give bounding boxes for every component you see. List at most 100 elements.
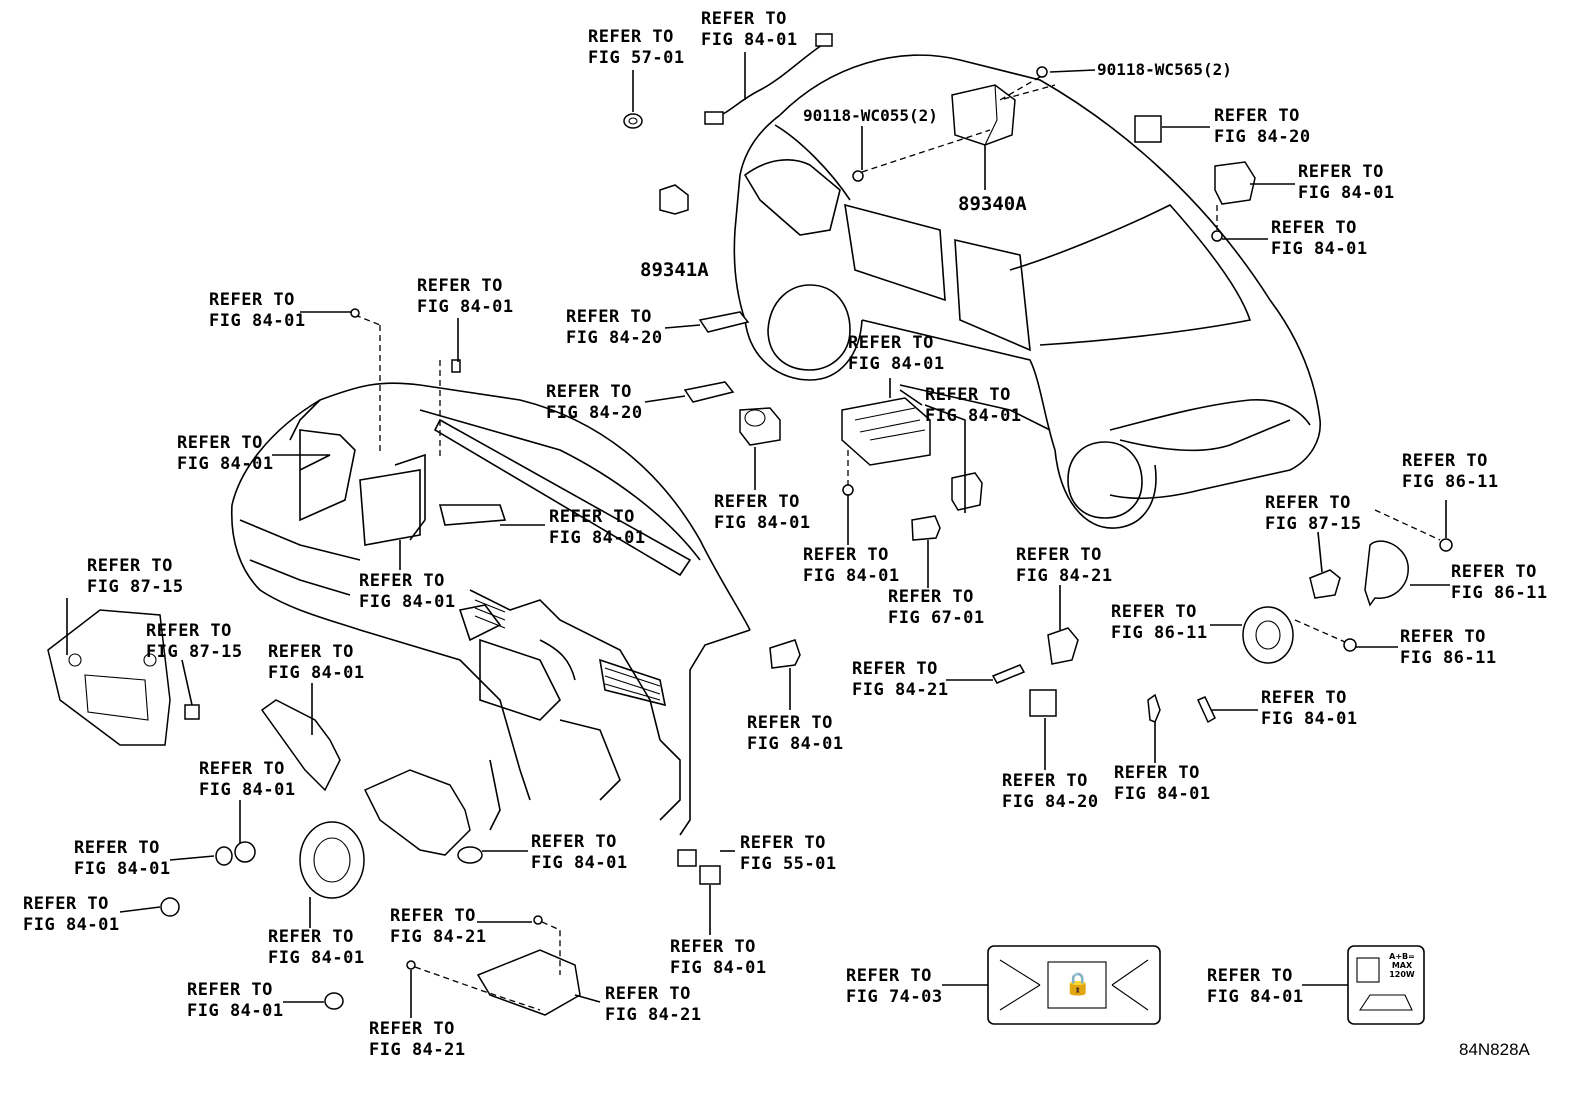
part-number-bolt-upper: 90118-WC565(2) xyxy=(1097,60,1232,79)
callout-refer-text: REFER TO xyxy=(268,642,354,662)
callout-fig-number: FIG 84-01 xyxy=(268,948,365,968)
callout-fig-number: FIG 84-01 xyxy=(268,663,365,683)
callout-refer-text: REFER TO xyxy=(747,713,833,733)
callout-fig-number: FIG 86-11 xyxy=(1111,623,1208,643)
callout-fig-number: FIG 84-01 xyxy=(714,513,811,533)
callout-refer-text: REFER TO xyxy=(177,433,263,453)
callout-refer-text: REFER TO xyxy=(588,27,674,47)
callout-refer-text: REFER TO xyxy=(848,333,934,353)
callout-fig-number: FIG 84-01 xyxy=(549,528,646,548)
callout-fig-number: FIG 67-01 xyxy=(888,608,985,628)
callout-refer-text: REFER TO xyxy=(852,659,938,679)
callout-refer-text: REFER TO xyxy=(1265,493,1351,513)
plate-line-2: MAX xyxy=(1391,961,1413,970)
callout-fig-number: FIG 84-01 xyxy=(701,30,798,50)
callout-fig-number: FIG 55-01 xyxy=(740,854,837,874)
callout-refer-text: REFER TO xyxy=(390,906,476,926)
callout-fig-number: FIG 84-20 xyxy=(1002,792,1099,812)
callout-refer-text: REFER TO xyxy=(1214,106,1300,126)
callout-refer-text: REFER TO xyxy=(740,833,826,853)
callout-refer-text: REFER TO xyxy=(803,545,889,565)
callout-fig-number: FIG 74-03 xyxy=(846,987,943,1007)
catalog-code: 84N828A xyxy=(1459,1040,1530,1059)
callout-refer-text: REFER TO xyxy=(531,832,617,852)
callout-fig-number: FIG 84-21 xyxy=(390,927,487,947)
callout-refer-text: REFER TO xyxy=(1261,688,1347,708)
part-number-sensor-side: 89341A xyxy=(640,259,709,281)
callout-fig-number: FIG 57-01 xyxy=(588,48,685,68)
callout-refer-text: REFER TO xyxy=(1451,562,1537,582)
leader-lines xyxy=(66,52,1450,1018)
callout-fig-number: FIG 84-01 xyxy=(177,454,274,474)
callout-fig-number: FIG 84-20 xyxy=(1214,127,1311,147)
callout-refer-text: REFER TO xyxy=(23,894,109,914)
callout-refer-text: REFER TO xyxy=(701,9,787,29)
callout-fig-number: FIG 84-01 xyxy=(23,915,120,935)
callout-fig-number: FIG 84-01 xyxy=(209,311,306,331)
callout-refer-text: REFER TO xyxy=(1114,763,1200,783)
callout-refer-text: REFER TO xyxy=(1207,966,1293,986)
callout-fig-number: FIG 84-01 xyxy=(1271,239,1368,259)
callout-refer-text: REFER TO xyxy=(925,385,1011,405)
callout-fig-number: FIG 84-01 xyxy=(1114,784,1211,804)
callout-refer-text: REFER TO xyxy=(888,587,974,607)
callout-fig-number: FIG 86-11 xyxy=(1402,472,1499,492)
callout-refer-text: REFER TO xyxy=(605,984,691,1004)
callout-fig-number: FIG 84-01 xyxy=(747,734,844,754)
part-number-bolt-mid: 90118-WC055(2) xyxy=(803,106,938,125)
callout-fig-number: FIG 87-15 xyxy=(87,577,184,597)
callout-fig-number: FIG 84-01 xyxy=(199,780,296,800)
callout-refer-text: REFER TO xyxy=(1298,162,1384,182)
callout-refer-text: REFER TO xyxy=(187,980,273,1000)
plate-line-1: A+B= xyxy=(1389,952,1415,961)
callout-fig-number: FIG 84-01 xyxy=(670,958,767,978)
power-label-plate: A+B= MAX 120W xyxy=(1382,952,1422,979)
callout-refer-text: REFER TO xyxy=(369,1019,455,1039)
callout-fig-number: FIG 86-11 xyxy=(1400,648,1497,668)
callout-refer-text: REFER TO xyxy=(1271,218,1357,238)
callout-fig-number: FIG 84-01 xyxy=(803,566,900,586)
callout-refer-text: REFER TO xyxy=(1111,602,1197,622)
callout-refer-text: REFER TO xyxy=(74,838,160,858)
callout-refer-text: REFER TO xyxy=(1402,451,1488,471)
callout-refer-text: REFER TO xyxy=(359,571,445,591)
callout-fig-number: FIG 84-01 xyxy=(1298,183,1395,203)
callout-fig-number: FIG 84-01 xyxy=(531,853,628,873)
callout-fig-number: FIG 84-01 xyxy=(417,297,514,317)
plate-line-3: 120W xyxy=(1389,970,1415,979)
callout-fig-number: FIG 84-21 xyxy=(605,1005,702,1025)
callout-refer-text: REFER TO xyxy=(1400,627,1486,647)
callout-fig-number: FIG 87-15 xyxy=(1265,514,1362,534)
callout-refer-text: REFER TO xyxy=(566,307,652,327)
callout-fig-number: FIG 84-20 xyxy=(546,403,643,423)
callout-fig-number: FIG 84-01 xyxy=(187,1001,284,1021)
